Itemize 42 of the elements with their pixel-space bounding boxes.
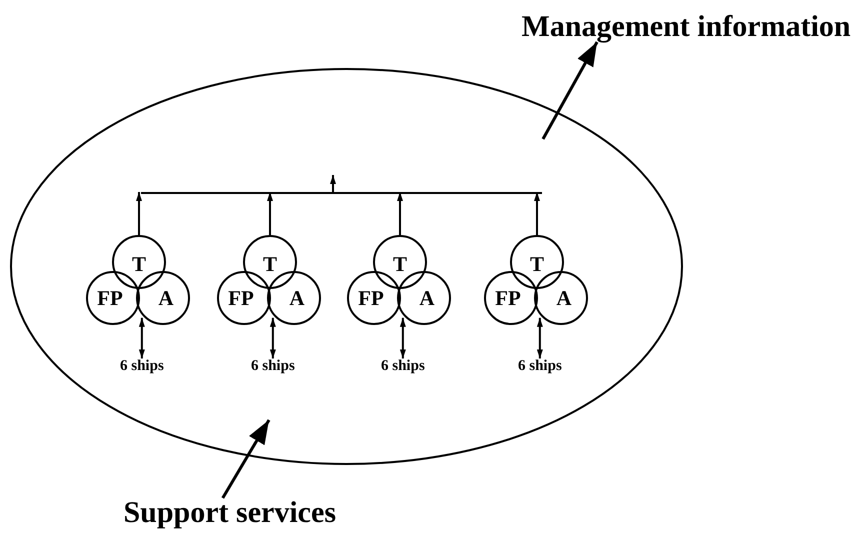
double-arrow [536,318,543,358]
venn-circle [267,271,321,325]
ship-count-label: 6 ships [518,358,562,374]
ship-count-label: 6 ships [251,358,295,374]
arrow [136,192,142,235]
annotation-label: Management information [522,12,851,42]
arrow [534,192,540,235]
venn-circle [112,235,166,289]
arrow [267,192,273,235]
circle-label: A [289,288,305,308]
arrow [221,419,270,499]
arrow [542,41,598,140]
circle-label: T [392,254,407,274]
arrow [397,192,403,235]
circle-label: T [530,254,544,274]
double-arrow [138,318,145,358]
circle-label: FP [358,288,384,308]
circle-label: FP [97,288,123,308]
circle-label: T [132,254,146,274]
venn-circle [217,271,271,325]
venn-circle [373,235,427,289]
double-arrow [270,318,276,358]
ship-count-label: 6 ships [381,358,425,374]
circle-label: A [158,288,174,308]
venn-circle [243,235,297,289]
venn-circle [484,271,538,325]
venn-circle [510,235,564,289]
venn-circle [86,271,140,325]
venn-circle [347,271,401,325]
double-arrow [400,318,406,358]
venn-circle [397,271,451,325]
venn-circle [534,271,588,325]
circle-label: A [556,288,572,308]
circle-label: FP [228,288,254,308]
circle-label: A [419,288,435,308]
circle-label: FP [495,288,521,308]
arrow [330,175,336,192]
ship-count-label: 6 ships [120,358,164,374]
bus-line [141,192,542,194]
venn-circle [136,271,190,325]
circle-label: T [262,254,277,274]
annotation-label: Support services [124,498,336,528]
